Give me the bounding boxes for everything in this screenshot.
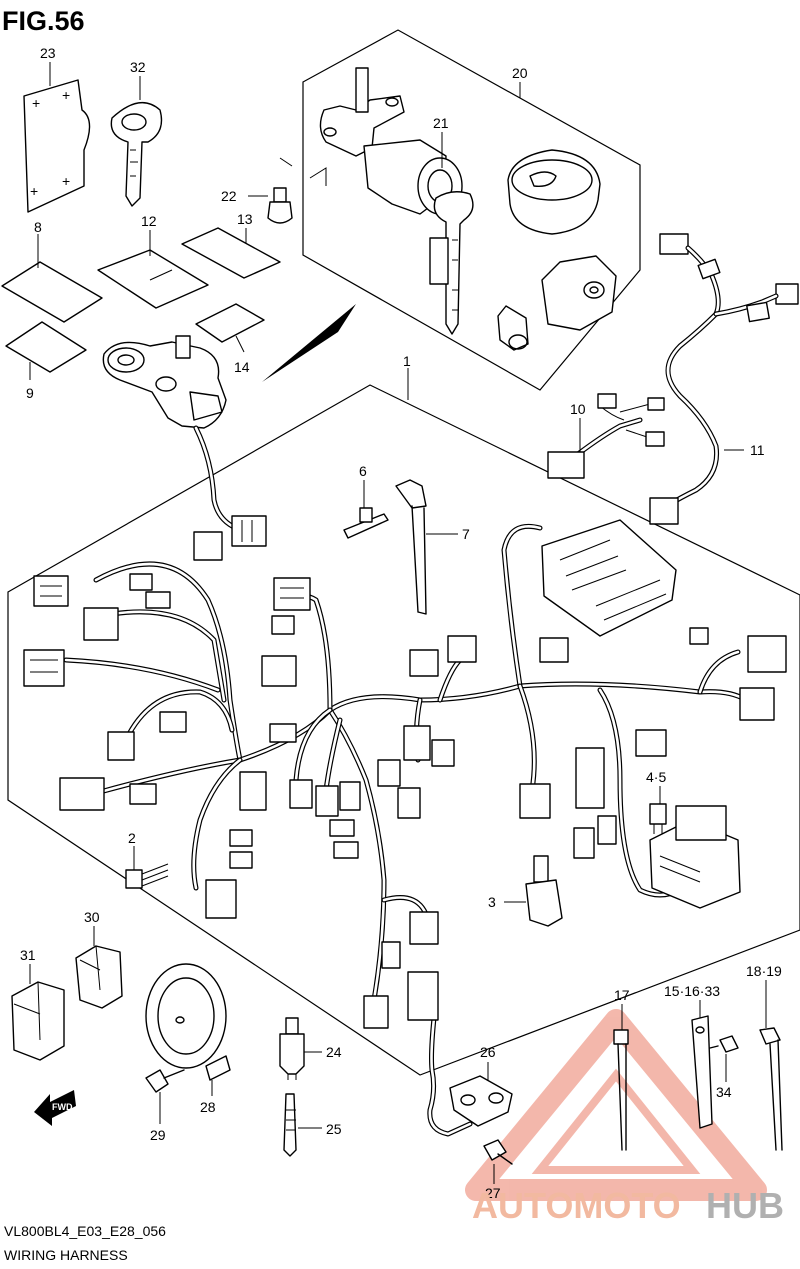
callout-20: 20 bbox=[512, 65, 528, 81]
pointer-triangle-icon bbox=[262, 304, 356, 382]
callout-21: 21 bbox=[433, 115, 449, 131]
figure-code: VL800BL4_E03_E28_056 bbox=[4, 1223, 166, 1239]
callout-12: 12 bbox=[141, 213, 157, 229]
harness-frame bbox=[7, 384, 800, 1076]
part-30-relay bbox=[75, 945, 123, 1009]
lock-cylinder bbox=[497, 305, 529, 351]
callout-22: 22 bbox=[221, 188, 237, 204]
part-28-horn bbox=[145, 963, 231, 1081]
callout-8: 8 bbox=[34, 219, 42, 235]
callout-31: 31 bbox=[20, 947, 36, 963]
ignition-key-set bbox=[319, 67, 474, 335]
sub-harness-11 bbox=[649, 233, 799, 525]
callout-13: 13 bbox=[237, 211, 253, 227]
callout-1819: 18·19 bbox=[746, 963, 782, 979]
callout-10: 10 bbox=[570, 401, 586, 417]
decal-12 bbox=[97, 249, 209, 309]
part-32-key bbox=[110, 101, 163, 207]
callout-17: 17 bbox=[614, 987, 630, 1003]
ignition-switch-assembly bbox=[102, 335, 267, 547]
svg-text:+: + bbox=[32, 95, 40, 111]
watermark-logo bbox=[465, 1009, 767, 1201]
part-26-sensor bbox=[449, 1075, 513, 1127]
ignition-set-frame bbox=[302, 29, 641, 391]
callout-26: 26 bbox=[480, 1044, 496, 1060]
part-45-fuse bbox=[649, 803, 667, 834]
callout-2: 2 bbox=[128, 830, 136, 846]
callout-14: 14 bbox=[234, 359, 250, 375]
part-6-clamp bbox=[343, 507, 389, 539]
callout-27: 27 bbox=[485, 1185, 501, 1201]
part-31-relay bbox=[11, 981, 65, 1061]
callout-34: 34 bbox=[716, 1084, 732, 1100]
callout-29: 29 bbox=[150, 1127, 166, 1143]
watermark-text-automoto: AUTOMOTO bbox=[472, 1185, 681, 1226]
callout-11: 11 bbox=[750, 442, 765, 458]
part-17-tie bbox=[613, 1029, 629, 1151]
figure-title: FIG.56 bbox=[2, 6, 85, 36]
decal-13 bbox=[181, 227, 281, 279]
part-22-bolt bbox=[267, 187, 293, 224]
decal-8 bbox=[1, 261, 103, 323]
figure-name: WIRING HARNESS bbox=[4, 1247, 128, 1263]
part-34-bolt bbox=[709, 1035, 739, 1053]
part-24-switch bbox=[279, 1017, 305, 1080]
callout-1: 1 bbox=[403, 353, 411, 369]
part-7-cable-tie bbox=[395, 479, 427, 615]
sub-harness-10 bbox=[547, 393, 665, 479]
part-27-bolt bbox=[483, 1139, 513, 1165]
callout-45: 4·5 bbox=[646, 769, 666, 785]
callout-28: 28 bbox=[200, 1099, 216, 1115]
callout-9: 9 bbox=[26, 385, 34, 401]
callout-25: 25 bbox=[326, 1121, 342, 1137]
part-2-connector bbox=[125, 863, 169, 889]
decal-14 bbox=[195, 303, 265, 343]
part-151633-clamp bbox=[691, 1015, 713, 1129]
svg-text:+: + bbox=[62, 87, 70, 103]
callout-23: 23 bbox=[40, 45, 56, 61]
part-23-plate: + + + + bbox=[23, 79, 91, 213]
svg-text:+: + bbox=[62, 173, 70, 189]
callout-3: 3 bbox=[488, 894, 496, 910]
part-29-bolt bbox=[145, 1069, 185, 1093]
part-3-sensor bbox=[525, 855, 563, 927]
main-wiring-harness bbox=[23, 519, 787, 1137]
svg-text:+: + bbox=[30, 183, 38, 199]
callout-6: 6 bbox=[359, 463, 367, 479]
seat-lock bbox=[541, 255, 617, 331]
callout-24: 24 bbox=[326, 1044, 342, 1060]
callout-151633: 15·16·33 bbox=[664, 983, 720, 999]
part-25-sensor bbox=[283, 1093, 297, 1157]
fwd-arrow-icon: FWD bbox=[34, 1090, 76, 1126]
svg-text:FWD: FWD bbox=[52, 1102, 73, 1112]
decal-9 bbox=[5, 321, 87, 373]
fuel-cap-lock bbox=[507, 149, 601, 235]
watermark-text: AUTOMOTO HUB bbox=[472, 1185, 784, 1226]
part-1819-tie bbox=[759, 1027, 783, 1151]
callout-30: 30 bbox=[84, 909, 100, 925]
watermark-text-hub: HUB bbox=[706, 1185, 784, 1226]
callout-32: 32 bbox=[130, 59, 146, 75]
callout-7: 7 bbox=[462, 526, 470, 542]
